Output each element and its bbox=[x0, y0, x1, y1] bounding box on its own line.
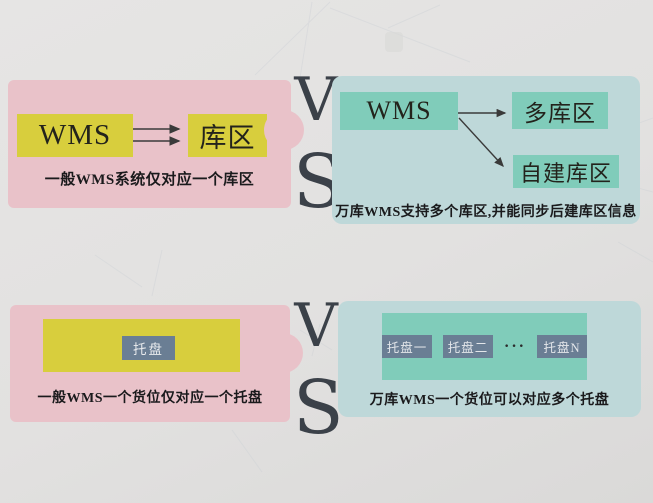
vs-letter-s: S bbox=[293, 365, 344, 451]
vs-letter-v: V bbox=[294, 291, 338, 361]
storage-slot-box: 托盘一 托盘二 ··· 托盘N bbox=[382, 313, 588, 380]
multi-area-box: 多库区 bbox=[512, 92, 608, 129]
warehouse-area-box: 库区 bbox=[188, 114, 267, 157]
generic-wms-area-caption: 一般WMS系统仅对应一个库区 bbox=[44, 172, 255, 188]
wms-box: WMS bbox=[340, 92, 458, 130]
wanku-wms-pallet-panel: 托盘一 托盘二 ··· 托盘N 万库WMS一个货位可以对应多个托盘 bbox=[338, 301, 641, 417]
wanku-wms-area-panel: WMS 多库区 自建库区 万库WMS支持多个库区,并能同步后建库区信息 bbox=[332, 76, 640, 224]
double-right-arrow-icon bbox=[133, 124, 181, 146]
wanku-wms-area-caption: 万库WMS支持多个库区,并能同步后建库区信息 bbox=[335, 205, 637, 220]
generic-wms-area-panel: WMS 库区 一般WMS系统仅对应一个库区 bbox=[8, 80, 304, 208]
generic-wms-pallet-caption: 一般WMS一个货位仅对应一个托盘 bbox=[37, 391, 263, 406]
wms-box: WMS bbox=[17, 114, 133, 157]
generic-wms-pallet-panel: 托盘 一般WMS一个货位仅对应一个托盘 bbox=[10, 305, 303, 422]
branching-arrows-icon bbox=[458, 108, 507, 168]
pallet-box: 托盘 bbox=[122, 336, 175, 360]
pallet-box-2: 托盘二 bbox=[443, 335, 493, 358]
pallet-box-n: 托盘N bbox=[537, 335, 588, 358]
vs-letter-v: V bbox=[294, 65, 338, 135]
pallet-box-1: 托盘一 bbox=[382, 335, 432, 358]
self-built-area-box: 自建库区 bbox=[513, 155, 619, 188]
ellipsis-icon: ··· bbox=[504, 337, 527, 355]
wanku-wms-pallet-caption: 万库WMS一个货位可以对应多个托盘 bbox=[369, 393, 610, 408]
vs-label-bottom: V S bbox=[293, 291, 344, 451]
